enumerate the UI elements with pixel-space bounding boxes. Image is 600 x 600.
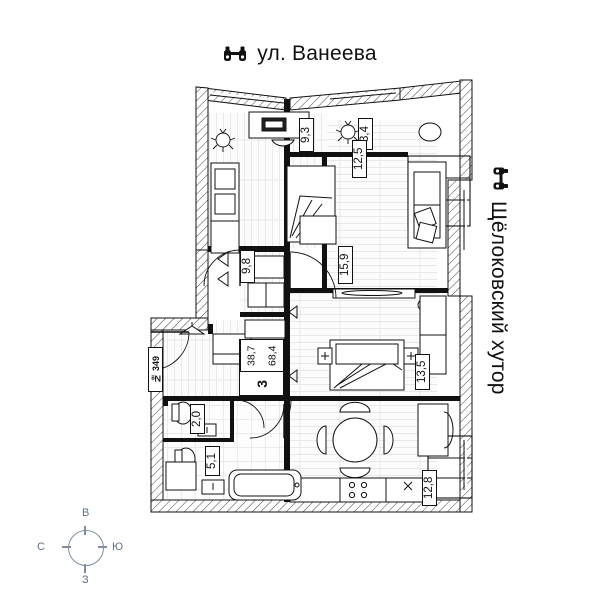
area-tag-wardrobe: 2,0 xyxy=(190,404,205,434)
street-label-right: Щёлоковский хутор xyxy=(486,167,510,395)
compass-tick-north xyxy=(84,526,86,535)
furniture-hallway xyxy=(178,255,286,365)
area-tag-loggia-upper-right: 12,5 xyxy=(352,140,367,178)
compass-ring xyxy=(68,530,104,566)
area-tag-living-room: 15,9 xyxy=(338,246,353,284)
area-tag-bedroom-right: 13,5 xyxy=(415,354,430,390)
compass-rose: В З С Ю xyxy=(34,506,130,590)
compass-tick-west xyxy=(62,546,71,548)
apartment-rooms-count: 3 xyxy=(253,379,270,388)
apartment-total-area: 68,4 xyxy=(266,345,279,366)
orientation-markers xyxy=(217,251,298,383)
street-name-right: Щёлоковский хутор xyxy=(487,201,510,395)
apartment-number-label: № 349 xyxy=(150,355,161,384)
windows xyxy=(209,90,467,490)
street-name-top: ул. Ванеева xyxy=(257,42,377,65)
furniture-bathroom xyxy=(165,401,302,501)
apartment-rooms-row: 3 xyxy=(240,372,283,395)
street-label-top: ул. Ванеева xyxy=(0,42,600,66)
area-tag-kitchen: 12,8 xyxy=(422,470,437,506)
apartment-number-tag: № 349 xyxy=(148,347,163,392)
furniture-living-room xyxy=(332,120,447,313)
compass-label-south: З xyxy=(82,574,89,586)
apartment-living-area: 38,7 xyxy=(240,340,262,371)
area-tag-hallway: 9,8 xyxy=(240,250,255,283)
area-tag-bedroom-upper-left: 9,3 xyxy=(299,118,314,152)
compass-label-east: Ю xyxy=(112,541,124,553)
apartment-info-areas: 38,7 68,4 xyxy=(240,340,283,372)
binoculars-icon xyxy=(223,46,247,62)
compass-tick-south xyxy=(84,564,86,573)
area-tag-bathroom: 5,1 xyxy=(205,446,220,476)
apartment-info-box: 38,7 68,4 3 xyxy=(239,339,284,396)
compass-tick-east xyxy=(98,546,107,548)
binoculars-icon xyxy=(488,167,509,191)
compass-label-west: С xyxy=(37,541,45,553)
compass-label-north: В xyxy=(82,507,90,519)
